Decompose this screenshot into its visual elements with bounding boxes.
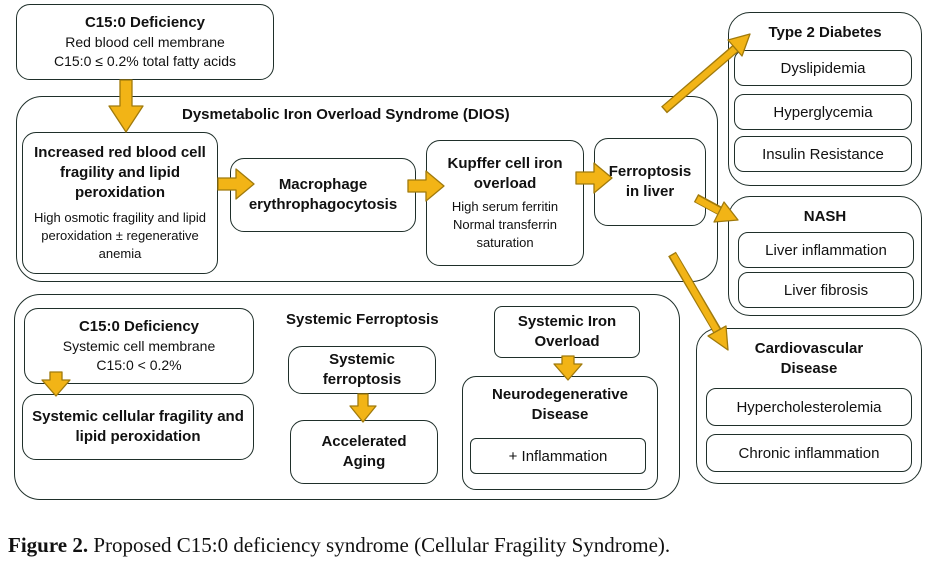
kupffer-title: Kupffer cell iron overload bbox=[447, 155, 563, 192]
type2-diabetes-title: Type 2 Diabetes bbox=[768, 24, 882, 41]
dyslipidemia-item: Dyslipidemia bbox=[734, 50, 912, 86]
hyperglycemia-item: Hyperglycemia bbox=[734, 94, 912, 130]
systemic-fragility-box: Systemic cellular fragility and lipid pe… bbox=[22, 394, 254, 460]
systemic-deficiency-box: C15:0 Deficiency Systemic cell membrane … bbox=[24, 308, 254, 384]
rbc-fragility-detail: High osmotic fragility and lipid peroxid… bbox=[34, 210, 206, 261]
systemic-ferroptosis-title: Systemic Ferroptosis bbox=[286, 311, 439, 328]
figure-caption: Figure 2. Proposed C15:0 deficiency synd… bbox=[8, 533, 670, 558]
figure-label: Figure 2. bbox=[8, 533, 89, 557]
systemic-deficiency-line1: Systemic cell membrane bbox=[62, 338, 216, 354]
macrophage-title: Macrophage erythrophagocytosis bbox=[248, 176, 398, 213]
macrophage-box: Macrophage erythrophagocytosis bbox=[230, 158, 416, 232]
neurodegenerative-title: Neurodegenerative Disease bbox=[492, 386, 628, 423]
systemic-ferroptosis-box: Systemic ferroptosis bbox=[288, 346, 436, 394]
systemic-deficiency-line2: C15:0 < 0.2% bbox=[96, 357, 182, 373]
hypercholesterolemia-item: Hypercholesterolemia bbox=[706, 388, 912, 426]
nash-title: NASH bbox=[803, 208, 847, 225]
kupffer-detail-2: Normal transferrin saturation bbox=[452, 217, 558, 250]
figure-caption-text: Proposed C15:0 deficiency syndrome (Cell… bbox=[88, 533, 671, 557]
systemic-ferroptosis-container bbox=[14, 294, 680, 500]
rbc-deficiency-box: C15:0 Deficiency Red blood cell membrane… bbox=[16, 4, 274, 80]
ferroptosis-liver-box: Ferroptosis in liver bbox=[594, 138, 706, 226]
systemic-iron-overload-box: Systemic Iron Overload bbox=[494, 306, 640, 358]
kupffer-detail-1: High serum ferritin bbox=[451, 199, 559, 214]
insulin-resistance-item: Insulin Resistance bbox=[734, 136, 912, 172]
chronic-inflammation-item: Chronic inflammation bbox=[706, 434, 912, 472]
cardiovascular-title: Cardiovascular Disease bbox=[754, 340, 864, 377]
kupffer-box: Kupffer cell iron overload High serum fe… bbox=[426, 140, 584, 266]
systemic-iron-overload-title: Systemic Iron Overload bbox=[517, 313, 617, 350]
inflammation-item: + Inflammation bbox=[470, 438, 646, 474]
dios-container bbox=[16, 96, 718, 282]
systemic-ferroptosis-node-title: Systemic ferroptosis bbox=[322, 351, 402, 388]
ferroptosis-liver-title: Ferroptosis in liver bbox=[608, 163, 692, 200]
accelerated-aging-title: Accelerated Aging bbox=[321, 433, 407, 470]
liver-inflammation-item: Liver inflammation bbox=[738, 232, 914, 268]
rbc-fragility-box: Increased red blood cell fragility and l… bbox=[22, 132, 218, 274]
systemic-fragility-title: Systemic cellular fragility and lipid pe… bbox=[32, 408, 244, 445]
liver-fibrosis-item: Liver fibrosis bbox=[738, 272, 914, 308]
systemic-deficiency-title: C15:0 Deficiency bbox=[78, 318, 200, 335]
accelerated-aging-box: Accelerated Aging bbox=[290, 420, 438, 484]
rbc-fragility-title: Increased red blood cell fragility and l… bbox=[34, 144, 206, 201]
rbc-deficiency-title: C15:0 Deficiency bbox=[84, 14, 206, 31]
rbc-deficiency-line1: Red blood cell membrane bbox=[65, 34, 225, 50]
dios-title: Dysmetabolic Iron Overload Syndrome (DIO… bbox=[182, 106, 510, 123]
rbc-deficiency-line2: C15:0 ≤ 0.2% total fatty acids bbox=[54, 53, 236, 69]
